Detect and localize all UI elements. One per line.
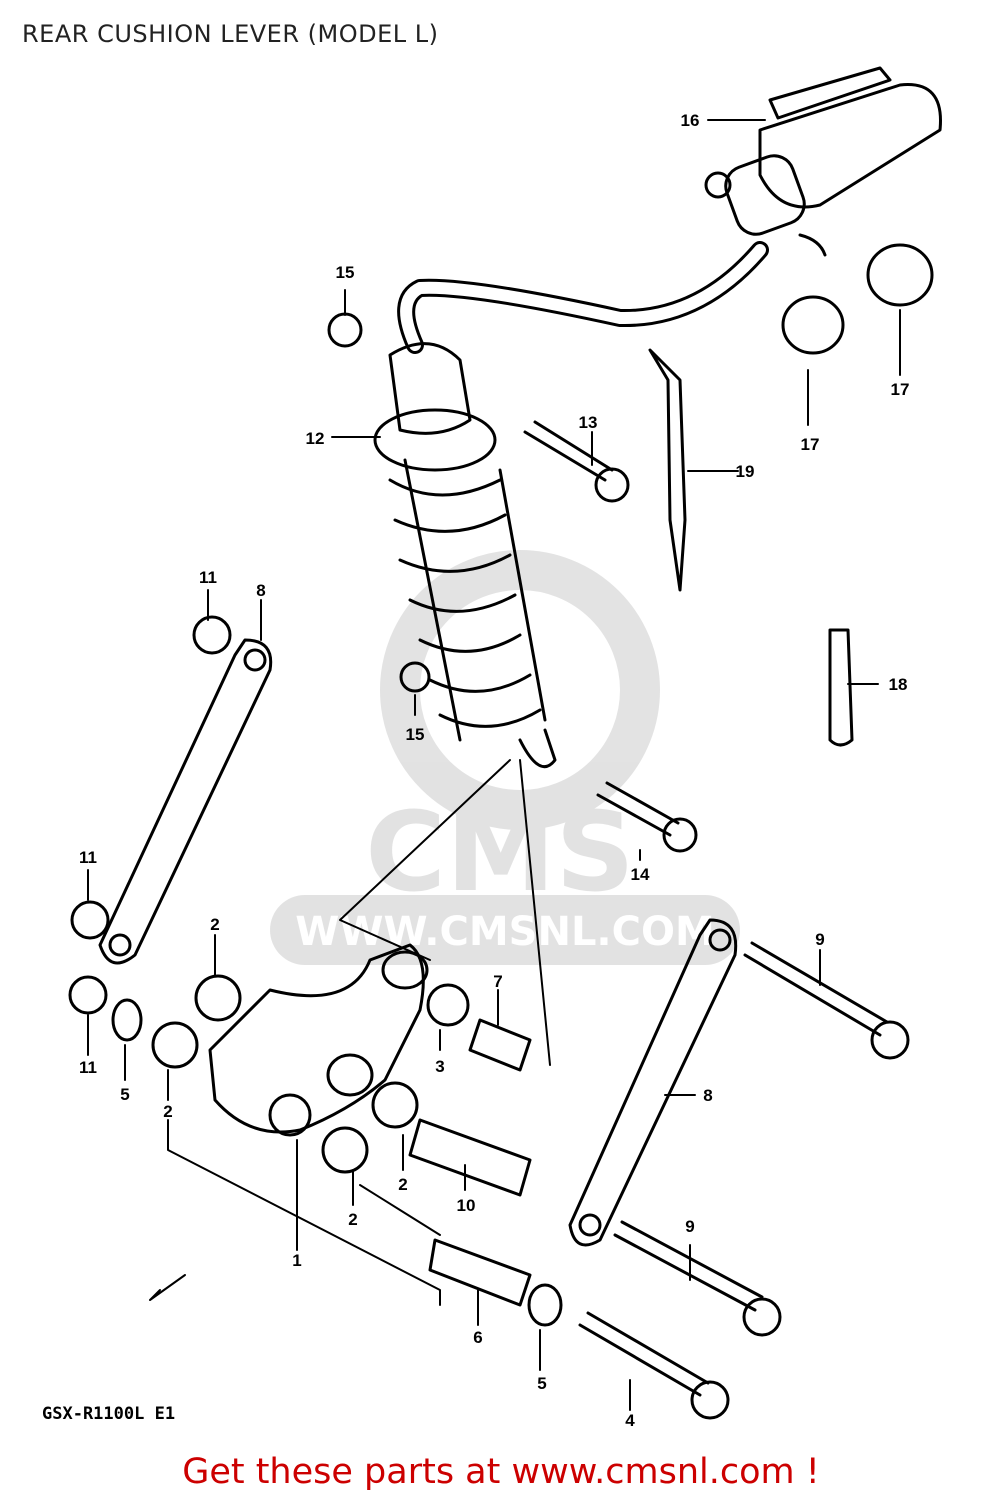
assembly-lines xyxy=(167,759,551,1306)
callout-18: 18 xyxy=(889,675,908,694)
cushion-lever-part-1 xyxy=(208,943,429,1137)
callout-5: 5 xyxy=(120,1085,129,1104)
callout-6: 6 xyxy=(473,1328,482,1347)
watermark-url: WWW.CMSNL.COM xyxy=(295,909,715,955)
bolt-part-13 xyxy=(523,420,614,482)
callout-17: 17 xyxy=(891,380,910,399)
callout-8: 8 xyxy=(256,581,265,600)
callout-11: 11 xyxy=(199,568,217,587)
bolt-part-4 xyxy=(578,1311,710,1397)
callout-13: 13 xyxy=(579,413,598,432)
bearing-part-2 xyxy=(371,1081,419,1129)
spacer-part-7 xyxy=(468,1018,532,1072)
rod-part-8-left xyxy=(98,638,273,965)
cable-tie-part-19 xyxy=(648,348,687,592)
nut-part-11 xyxy=(68,975,108,1015)
bolt-part-14 xyxy=(596,781,680,837)
nut-part-11 xyxy=(70,900,110,940)
front-direction-arrow xyxy=(149,1274,186,1301)
callout-2: 2 xyxy=(348,1210,357,1229)
callout-19: 19 xyxy=(736,462,755,481)
nut-part-15 xyxy=(399,661,431,693)
reservoir-part-16 xyxy=(704,66,942,257)
callout-15: 15 xyxy=(406,725,425,744)
buy-parts-link[interactable]: Get these parts at www.cmsnl.com ! xyxy=(182,1452,820,1492)
callout-7: 7 xyxy=(493,972,502,991)
bearing-part-3 xyxy=(426,983,470,1027)
hose-clamp-part-17 xyxy=(866,243,934,307)
rod-part-8-right xyxy=(568,918,738,1247)
callout-14: 14 xyxy=(631,865,650,884)
callout-11: 11 xyxy=(79,1058,97,1077)
callout-12: 12 xyxy=(306,429,325,448)
callout-5: 5 xyxy=(537,1374,546,1393)
rear-shock-absorber-part-12 xyxy=(373,342,557,769)
callout-2: 2 xyxy=(163,1102,172,1121)
bolt-part-9-lower xyxy=(613,1220,764,1312)
bearing-part-2 xyxy=(321,1126,369,1174)
nut-part-11 xyxy=(192,615,232,655)
callout-11: 11 xyxy=(79,848,97,867)
watermark-logo: CMS xyxy=(365,788,634,916)
model-code: GSX-R1100L E1 xyxy=(42,1404,176,1424)
callout-9: 9 xyxy=(685,1217,694,1236)
callout-8: 8 xyxy=(703,1086,712,1105)
washer-part-5 xyxy=(111,998,143,1042)
page-title: REAR CUSHION LEVER (MODEL L) xyxy=(22,20,439,48)
nut-part-15 xyxy=(327,312,363,348)
band-part-18 xyxy=(828,628,854,747)
callout-labels: 16 15 12 13 19 17 17 11 8 15 18 14 11 2 … xyxy=(79,111,909,1430)
callout-3: 3 xyxy=(435,1057,444,1076)
spacer-part-10 xyxy=(408,1118,532,1197)
callout-4: 4 xyxy=(625,1411,635,1430)
bolt-part-9-upper xyxy=(743,941,889,1037)
leader-lines xyxy=(87,119,901,1411)
cms-watermark: CMS WWW.CMSNL.COM xyxy=(270,550,740,965)
callout-1: 1 xyxy=(292,1251,301,1270)
bearing-part-2 xyxy=(151,1021,199,1069)
bearing-part-2 xyxy=(194,974,242,1022)
callout-9: 9 xyxy=(815,930,824,949)
hose-clamp-part-17 xyxy=(781,295,845,355)
spacer-part-6 xyxy=(428,1238,532,1307)
callout-16: 16 xyxy=(681,111,700,130)
callout-17: 17 xyxy=(801,435,820,454)
callout-10: 10 xyxy=(457,1196,476,1215)
washer-part-5 xyxy=(527,1283,563,1327)
callout-2: 2 xyxy=(210,915,219,934)
callout-2: 2 xyxy=(398,1175,407,1194)
callout-15: 15 xyxy=(336,263,355,282)
